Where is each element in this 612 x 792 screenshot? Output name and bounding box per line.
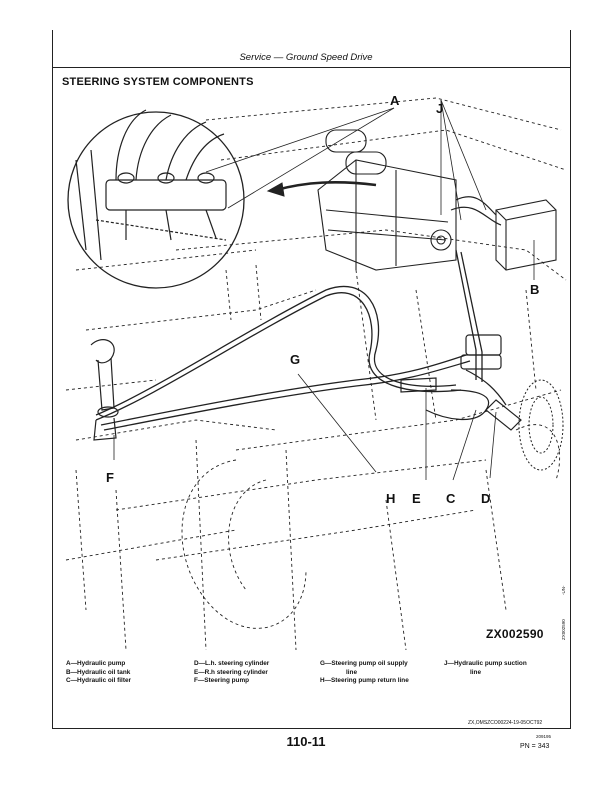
legend-item: F—Steering pump [194, 677, 250, 684]
legend-item-continued: line [470, 668, 482, 676]
callout-g: G [290, 352, 301, 367]
legend-column-1: A—Hydraulic pump B—Hydraulic oil tank C—… [66, 660, 131, 686]
figure-side-tag: -UN- [561, 585, 566, 596]
callout-c: C [446, 491, 456, 506]
legend-item-continued: line [346, 668, 358, 676]
page-pn: PN = 343 [520, 743, 550, 750]
page-number: 110-11 [286, 734, 326, 749]
figure-side-code: ZX002590 [561, 619, 566, 640]
callout-j: J [436, 101, 444, 116]
running-header: Service — Ground Speed Drive [239, 52, 373, 63]
page-frame-left [52, 30, 53, 728]
legend-item: D—L.h. steering cylinder [194, 660, 270, 667]
legend-item: G—Steering pump oil supply [320, 660, 408, 667]
legend-column-2: D—L.h. steering cylinder E—R.h steering … [194, 660, 269, 686]
legend-item: A—Hydraulic pump [66, 660, 126, 667]
legend-item: E—R.h steering cylinder [194, 668, 268, 676]
legend-item: J—Hydraulic pump suction [444, 660, 527, 667]
page-frame-right [570, 30, 571, 728]
date-code: 209195 [536, 734, 552, 739]
legend-item: C—Hydraulic oil filter [66, 677, 131, 684]
callout-b: B [530, 282, 540, 297]
header-rule [52, 67, 571, 68]
legend-column-3: G—Steering pump oil supply line H—Steeri… [320, 660, 409, 686]
legend-column-4: J—Hydraulic pump suction line [444, 660, 527, 677]
callout-f: F [106, 470, 114, 485]
legend-item: H—Steering pump return line [320, 677, 409, 684]
callout-e: E [412, 491, 421, 506]
steering-system-illustration [65, 97, 567, 650]
callout-d: D [481, 491, 491, 506]
document-code: ZX,OMSZCO00224-19-05OCT92 [468, 720, 543, 726]
section-title: STEERING SYSTEM COMPONENTS [62, 76, 254, 88]
figure-id: ZX002590 [486, 627, 544, 641]
callout-h: H [386, 491, 396, 506]
legend-item: B—Hydraulic oil tank [66, 668, 131, 676]
callout-a: A [390, 93, 400, 108]
footer-rule [52, 728, 571, 729]
